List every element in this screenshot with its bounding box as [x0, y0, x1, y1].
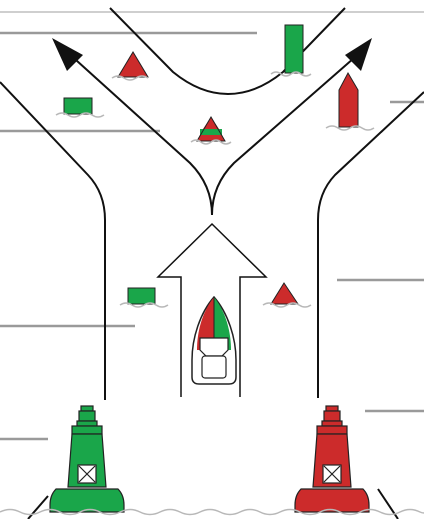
buoy-light-housing [79, 411, 95, 421]
right-channel-edge [318, 92, 424, 398]
boat-cockpit [200, 338, 228, 356]
left-bottom-edge [28, 496, 48, 519]
left-channel-edge [0, 82, 105, 400]
red-nun-tall-right [326, 73, 374, 130]
green-can-upper-left [56, 98, 104, 117]
buoy-light-base [77, 421, 97, 426]
green-lighted-buoy [50, 406, 124, 512]
arrowhead-right-icon [345, 38, 372, 71]
buoy-light-base [322, 421, 342, 426]
red-lighted-buoy [295, 406, 369, 512]
red-nun-body [339, 73, 358, 127]
red-nun-upper-left [112, 52, 148, 80]
buoy-light-housing [324, 411, 340, 421]
green-can-body [128, 288, 155, 304]
buoy-float [50, 489, 124, 512]
buoy-light-cap [81, 406, 93, 411]
junction-buoy [191, 117, 231, 144]
green-can-body [285, 25, 303, 73]
green-can-body [64, 98, 92, 114]
buoy-tower-top [317, 426, 347, 434]
red-nun-body [271, 283, 298, 304]
buoy-float [295, 489, 369, 512]
buoy-tower-top [72, 426, 102, 434]
arrowhead-left-icon [52, 38, 83, 71]
boat-deck [202, 356, 226, 378]
top-vee-edge [110, 8, 345, 94]
buoy-light-cap [326, 406, 338, 411]
red-nun-body [118, 52, 148, 77]
red-nun-middle-right [263, 283, 311, 307]
green-can-middle-left [120, 288, 168, 307]
junction-buoy-base-red [197, 135, 225, 141]
